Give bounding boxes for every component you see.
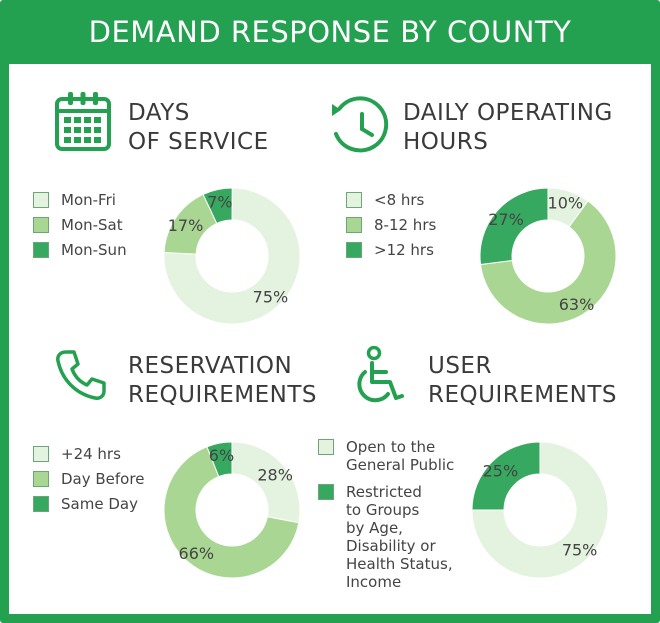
heading-line-2: OF SERVICE <box>128 129 269 155</box>
legend-swatch-light <box>318 439 334 455</box>
legend-label: Day Before <box>61 470 145 488</box>
donut-data-label: 6% <box>209 446 234 465</box>
heading-line-1: DAYS <box>128 100 190 126</box>
legend-item-lt-8: <8 hrs <box>346 191 436 209</box>
legend-swatch-dark <box>346 242 362 258</box>
donut-data-label: 17% <box>168 216 204 235</box>
heading-line-2: HOURS <box>403 129 489 155</box>
donut-data-label: 63% <box>559 295 595 314</box>
days-of-service-heading: DAYS OF SERVICE <box>128 99 269 157</box>
donut-slice-mon-fri <box>163 187 301 325</box>
legend-label: Mon-Sat <box>61 216 123 234</box>
legend-item-24-hrs: +24 hrs <box>33 445 144 463</box>
legend-label: >12 hrs <box>374 241 434 259</box>
legend-swatch-light <box>33 192 49 208</box>
donut-slice-restricted-to-groups-by-age-disability-or-health-status-income <box>471 441 541 511</box>
phone-icon <box>54 348 108 406</box>
donut-slice--24-hrs <box>231 441 301 524</box>
heading-line-1: RESERVATION <box>128 353 293 379</box>
legend-item-day-before: Day Before <box>33 470 144 488</box>
legend-label: Open to the General Public <box>346 438 455 474</box>
wheelchair-icon <box>350 345 406 412</box>
donut-slice-day-before <box>163 446 300 579</box>
hours-legend: <8 hrs 8-12 hrs >12 hrs <box>346 191 436 266</box>
clock-history-icon <box>328 94 394 162</box>
user-requirements-donut: 75% 25% <box>471 441 609 579</box>
donut-slice--12-hrs <box>479 187 549 266</box>
legend-item-mon-sat: Mon-Sat <box>33 216 127 234</box>
legend-label: +24 hrs <box>61 445 121 463</box>
legend-swatch-mid <box>33 217 49 233</box>
legend-item-restricted: Restricted to Groups by Age, Disability … <box>318 483 454 591</box>
legend-label: Same Day <box>61 495 138 513</box>
legend-swatch-dark <box>318 484 334 500</box>
heading-line-1: USER <box>428 353 492 379</box>
donut-data-label: 66% <box>179 544 215 563</box>
user-legend: Open to the General Public Restricted to… <box>318 438 454 598</box>
donut-slice-same-day <box>206 441 233 478</box>
legend-label: Mon-Fri <box>61 191 116 209</box>
legend-item-mon-fri: Mon-Fri <box>33 191 127 209</box>
donut-slice-mon-sat <box>163 193 218 255</box>
legend-label: <8 hrs <box>374 191 425 209</box>
calendar-icon <box>54 90 112 156</box>
legend-label: Mon-Sun <box>61 241 127 259</box>
daily-operating-hours-donut: 10% 63% 27% <box>479 187 617 325</box>
legend-swatch-mid <box>33 471 49 487</box>
reservation-legend: +24 hrs Day Before Same Day <box>33 445 144 520</box>
legend-item-same-day: Same Day <box>33 495 144 513</box>
legend-label: Restricted to Groups by Age, Disability … <box>346 483 453 591</box>
donut-data-label: 27% <box>488 210 524 229</box>
donut-slice-8-12-hrs <box>479 200 617 325</box>
user-requirements-heading: USER REQUIREMENTS <box>428 352 617 410</box>
heading-line-1: DAILY OPERATING <box>403 100 613 126</box>
donut-data-label: 10% <box>548 194 584 213</box>
page-title: DEMAND RESPONSE BY COUNTY <box>88 15 572 49</box>
legend-item-open-public: Open to the General Public <box>318 438 454 474</box>
days-legend: Mon-Fri Mon-Sat Mon-Sun <box>33 191 127 266</box>
reservation-requirements-donut: 28% 66% 6% <box>163 441 301 579</box>
donut-data-label: 75% <box>562 541 598 560</box>
legend-swatch-dark <box>33 242 49 258</box>
legend-item-mon-sun: Mon-Sun <box>33 241 127 259</box>
legend-swatch-mid <box>346 217 362 233</box>
legend-label: 8-12 hrs <box>374 216 437 234</box>
legend-swatch-light <box>33 446 49 462</box>
content-area <box>9 64 651 614</box>
legend-swatch-light <box>346 192 362 208</box>
donut-data-label: 25% <box>483 461 519 480</box>
donut-data-label: 7% <box>207 192 232 211</box>
reservation-requirements-heading: RESERVATION REQUIREMENTS <box>128 352 317 410</box>
legend-item-gt-12: >12 hrs <box>346 241 436 259</box>
donut-slice-open-to-the-general-public <box>471 441 609 579</box>
donut-data-label: 75% <box>253 288 289 307</box>
legend-swatch-dark <box>33 496 49 512</box>
days-of-service-donut: 7% 75% 17% <box>163 187 301 325</box>
donut-data-label: 28% <box>257 465 293 484</box>
heading-line-2: REQUIREMENTS <box>428 382 617 408</box>
daily-operating-hours-heading: DAILY OPERATING HOURS <box>403 99 613 157</box>
heading-line-2: REQUIREMENTS <box>128 382 317 408</box>
legend-item-8-12: 8-12 hrs <box>346 216 436 234</box>
